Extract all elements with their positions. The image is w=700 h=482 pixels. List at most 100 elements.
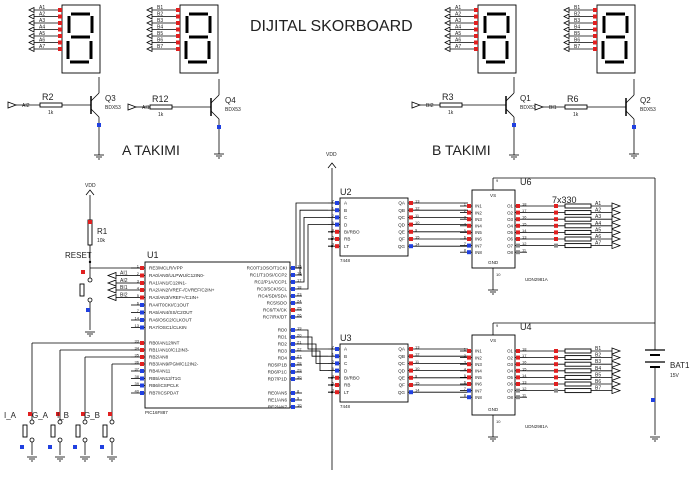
decoder-pin-name: QD xyxy=(398,222,406,227)
driver-pin-number: 15 xyxy=(522,366,527,371)
driver-pin-number: 4 xyxy=(464,221,467,226)
decoder-pin-number: 15 xyxy=(415,381,420,386)
u1-pin-name: RD6/P1C xyxy=(268,370,288,375)
bcd-decoder-U2 xyxy=(339,197,409,257)
u1-pin-name: RB2/AN8 xyxy=(149,355,169,360)
push-button-I_A xyxy=(22,424,28,438)
pin-state-indicator xyxy=(58,21,62,25)
terminal-arrow xyxy=(444,26,451,33)
pin-state-indicator xyxy=(467,250,471,255)
resistor-array-element xyxy=(564,381,592,387)
pin-state-indicator xyxy=(176,8,180,12)
resistor-array-element xyxy=(564,368,592,374)
pin-state-indicator xyxy=(512,123,516,127)
driver-pin-name: IN6 xyxy=(475,237,482,242)
junction xyxy=(88,260,92,264)
u1-pin-name: RC4/SDI/SDA xyxy=(258,294,288,299)
u1-pin-name: RD5/P1B xyxy=(268,363,287,368)
resistor-array-element xyxy=(564,223,592,229)
decoder-pin-name: RB xyxy=(344,237,350,242)
driver-pin-number: 15 xyxy=(522,221,527,226)
u1-pin-number: 17 xyxy=(297,278,302,283)
pin-state-indicator xyxy=(217,125,221,129)
driver-pin-number: 18 xyxy=(522,347,527,352)
pin-state-indicator xyxy=(467,362,471,367)
pin-state-indicator xyxy=(409,229,413,234)
driver-pin-number: 6 xyxy=(464,380,467,385)
u1-pin-name: RC1/T1OSI/CCP2 xyxy=(250,273,288,278)
resistor-value: 1k xyxy=(573,112,579,118)
vdd-arrow xyxy=(85,189,95,196)
pin-state-indicator xyxy=(467,210,471,215)
pin-state-indicator xyxy=(100,445,104,449)
pin-state-indicator xyxy=(176,27,180,32)
driver-pin-name: O4 xyxy=(507,224,513,229)
driver-pin-number: 16 xyxy=(522,360,527,365)
pin-state-indicator xyxy=(291,342,295,346)
u1-pin-number: 37 xyxy=(135,367,140,372)
pin-state-indicator xyxy=(140,341,144,345)
pin-state-indicator xyxy=(140,266,144,270)
display-pin-label: B2 xyxy=(157,12,163,18)
u1-pin-number: 29 xyxy=(297,368,302,373)
driver-gnd-label: GND xyxy=(488,407,499,412)
driver-pin-number: 17 xyxy=(522,208,527,213)
pin-state-indicator xyxy=(593,47,597,51)
pin-state-indicator xyxy=(140,348,144,352)
output-terminal xyxy=(611,347,622,355)
pin-state-indicator xyxy=(176,47,180,51)
pin-state-indicator xyxy=(593,27,597,32)
pin-state-indicator xyxy=(140,288,144,292)
pin-state-indicator xyxy=(140,310,144,315)
driver-pin-number: 2 xyxy=(464,208,467,213)
bus-wire xyxy=(302,329,328,350)
decoder-pin-name: QD xyxy=(398,368,406,373)
reset-label: RESET xyxy=(65,251,92,260)
display-pin-label: A4 xyxy=(455,25,461,31)
u1-pin-number: 28 xyxy=(297,361,302,366)
driver-pin-number: 3 xyxy=(464,360,467,365)
decoder-pin-name: A xyxy=(344,347,348,352)
u1-pin-name: RE1/AN6 xyxy=(268,398,288,403)
output-label: B7 xyxy=(595,386,601,392)
decoder-pin-name: BI/RBO xyxy=(344,230,360,235)
pin-state-indicator xyxy=(176,14,180,19)
driver-pin-number: 13 xyxy=(522,380,527,385)
driver-pin-name: O3 xyxy=(507,217,513,222)
transistor-input-label: AI2 xyxy=(22,103,30,109)
terminal-arrow xyxy=(146,45,153,53)
pin-state-indicator xyxy=(467,230,471,235)
u1-input-terminal xyxy=(106,271,117,280)
display-pin-label: B1 xyxy=(157,5,163,11)
terminal-arrow xyxy=(28,39,35,46)
decoder-pin-number: 10 xyxy=(415,366,420,371)
driver-pin-name: IN4 xyxy=(475,224,482,229)
resistor-value: 1k xyxy=(158,112,164,118)
driver-U4 xyxy=(471,334,516,416)
pin-state-indicator xyxy=(554,362,558,367)
pin-state-indicator xyxy=(516,217,520,222)
segment-outline xyxy=(482,12,510,64)
output-terminal xyxy=(611,387,622,395)
u1-pin-number: 19 xyxy=(297,326,302,331)
transistor-part: BDX53 xyxy=(105,105,121,111)
driver-pin-number: 14 xyxy=(522,373,527,378)
terminal-arrow xyxy=(563,32,570,40)
driver-pin-name: IN2 xyxy=(475,210,482,215)
resistor-R12 xyxy=(149,104,173,110)
pin-state-indicator xyxy=(108,412,112,416)
pin-state-indicator xyxy=(554,375,558,380)
u1-pin-number: 14 xyxy=(135,316,140,321)
display-pin-label: B1 xyxy=(574,5,580,11)
pin-state-indicator xyxy=(516,395,520,400)
output-terminal xyxy=(611,235,622,243)
u1-pin-name: RB5/AN13/T1G xyxy=(149,376,181,381)
pin-state-indicator xyxy=(467,237,471,241)
pin-state-indicator xyxy=(73,445,77,449)
display-pin-label: A3 xyxy=(455,18,461,24)
u1-pin-number: 34 xyxy=(135,346,140,351)
decoder-pin-name: D xyxy=(344,222,348,227)
decoder-ref: U3 xyxy=(340,333,352,343)
pin-state-indicator xyxy=(291,377,295,381)
terminal-arrow xyxy=(444,45,451,53)
